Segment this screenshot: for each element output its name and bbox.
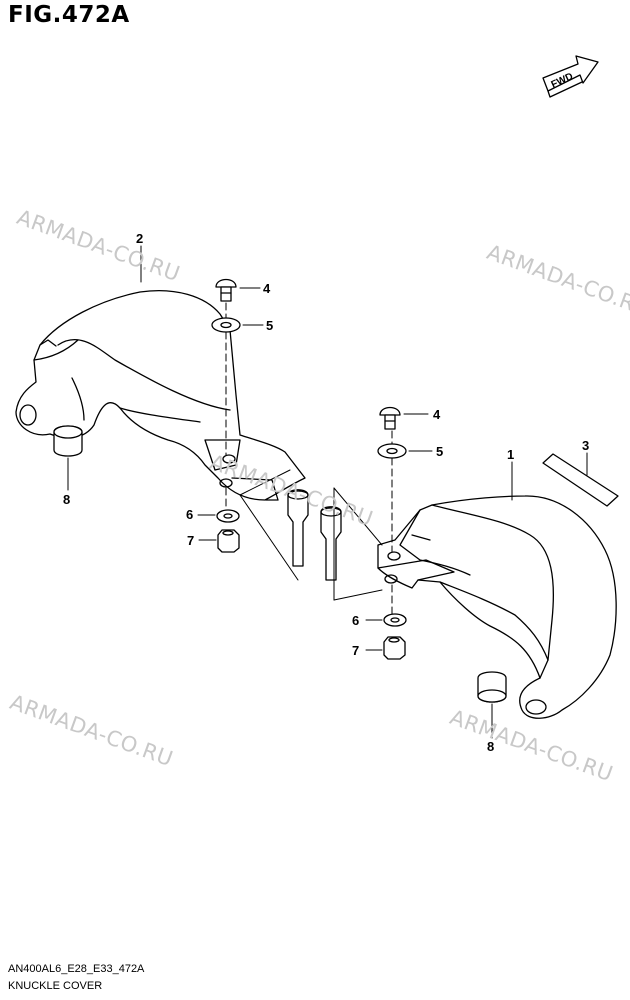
assembly-guides	[239, 469, 383, 601]
left-knuckle-cover	[15, 289, 306, 501]
fwd-arrow-icon	[542, 55, 599, 98]
washer-part-5-lower	[377, 443, 407, 459]
leader-lines	[67, 245, 588, 739]
assembly-lines	[225, 302, 393, 615]
right-knuckle-cover	[377, 495, 617, 719]
callout-4-upper: 4	[263, 281, 271, 296]
callout-4-lower: 4	[433, 407, 441, 422]
callout-7-left: 7	[187, 533, 194, 548]
callout-1: 1	[507, 447, 514, 462]
callout-8-right: 8	[487, 739, 494, 754]
bush-part-8-left	[53, 425, 83, 457]
sticker-part-3	[542, 453, 619, 507]
bush-part-8-right	[477, 671, 507, 703]
screw-part-4-lower	[379, 406, 401, 430]
callout-3: 3	[582, 438, 589, 453]
callout-6-right: 6	[352, 613, 359, 628]
callout-2: 2	[136, 231, 143, 246]
callout-5-upper: 5	[266, 318, 273, 333]
figure-title: FIG.472A	[8, 2, 130, 28]
bolt-left	[287, 489, 309, 567]
washer-part-6-left	[216, 509, 240, 523]
callout-8-left: 8	[63, 492, 70, 507]
callout-7-right: 7	[352, 643, 359, 658]
bolt-right	[320, 506, 342, 581]
figure-code: AN400AL6_E28_E33_472A	[8, 963, 145, 975]
nut-part-7-left	[217, 529, 240, 553]
screw-part-4-upper	[215, 278, 237, 302]
washer-part-5-upper	[211, 317, 241, 333]
nut-part-7-right	[383, 636, 406, 660]
washer-part-6-right	[383, 613, 407, 627]
callout-5-lower: 5	[436, 444, 443, 459]
callout-6-left: 6	[186, 507, 193, 522]
figure-name: KNUCKLE COVER	[8, 980, 103, 992]
